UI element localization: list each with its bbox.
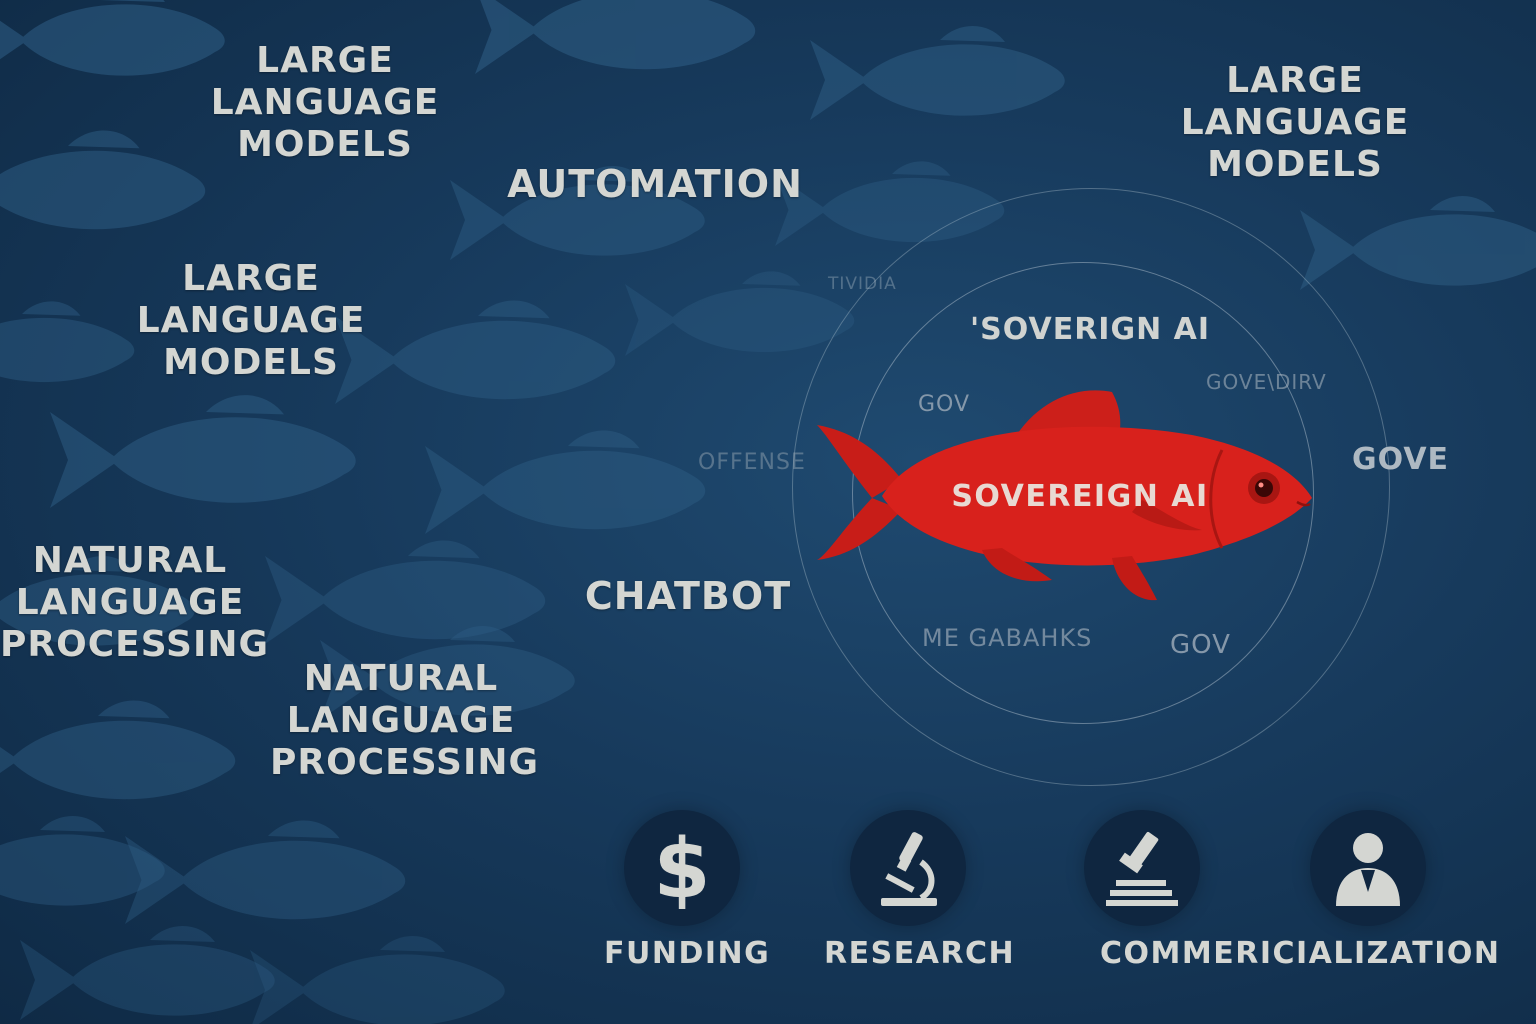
- research-label: RESEARCH: [824, 936, 1016, 971]
- label-gove-dirv: GOVE\DIRV: [1206, 370, 1327, 394]
- person-icon: [1336, 833, 1400, 906]
- research-badge: [850, 810, 966, 926]
- outer-ring: [792, 188, 1390, 786]
- term-llm-top-left: LARGE LANGUAGE MODELS: [210, 40, 440, 165]
- funding-label: FUNDING: [604, 936, 771, 971]
- term-llm-mid-left: LARGE LANGUAGE MODELS: [136, 258, 366, 383]
- term-chatbot: CHATBOT: [584, 574, 792, 618]
- background-fish: [125, 820, 406, 924]
- commercialization-label: COMMERICIALIZATION: [1100, 936, 1501, 971]
- label-gove: GOVE: [1352, 442, 1450, 477]
- label-gov-left: GOV: [918, 392, 971, 417]
- background-fish: [0, 0, 225, 80]
- label-gov-bottom: GOV: [1170, 630, 1231, 660]
- background-fish: [0, 301, 135, 386]
- background-fish: [810, 25, 1065, 120]
- microscope-icon: [881, 832, 937, 906]
- term-automation: AUTOMATION: [507, 162, 803, 206]
- background-fish: [1300, 195, 1536, 290]
- red-fish-body: [817, 390, 1312, 601]
- background-fish: [425, 430, 706, 534]
- person-badge: [1310, 810, 1426, 926]
- red-fish: SOVEREIGN AI: [817, 390, 1312, 601]
- background-fish: [625, 271, 855, 356]
- svg-text:$: $: [653, 823, 710, 913]
- label-soverign-ai: 'SOVERIGN AI: [970, 312, 1211, 347]
- dollar-icon: $: [653, 823, 710, 913]
- label-megabanks: ME GABAHKS: [922, 624, 1093, 652]
- label-tividia: TIVIDIA: [828, 274, 897, 294]
- term-llm-top-right: LARGE LANGUAGE MODELS: [1180, 60, 1410, 185]
- background-fish: [20, 925, 275, 1020]
- background-fish: [49, 395, 356, 508]
- background-fish: [250, 935, 505, 1024]
- term-nlp-center: NATURAL LANGUAGE PROCESSING: [270, 658, 540, 783]
- background-fish: [475, 0, 756, 75]
- inner-ring: [852, 262, 1314, 724]
- background-fish: [0, 700, 236, 804]
- funding-badge: $: [624, 810, 740, 926]
- gavel-icon: [1106, 832, 1178, 906]
- term-nlp-left: NATURAL LANGUAGE PROCESSING: [0, 540, 270, 665]
- commercialization-badge: [1084, 810, 1200, 926]
- label-offense: OFFENSE: [698, 450, 806, 475]
- background-fish: [335, 300, 616, 404]
- background-fish: [265, 540, 546, 644]
- background-fish: [0, 130, 206, 234]
- red-fish-label: SOVEREIGN AI: [951, 479, 1208, 514]
